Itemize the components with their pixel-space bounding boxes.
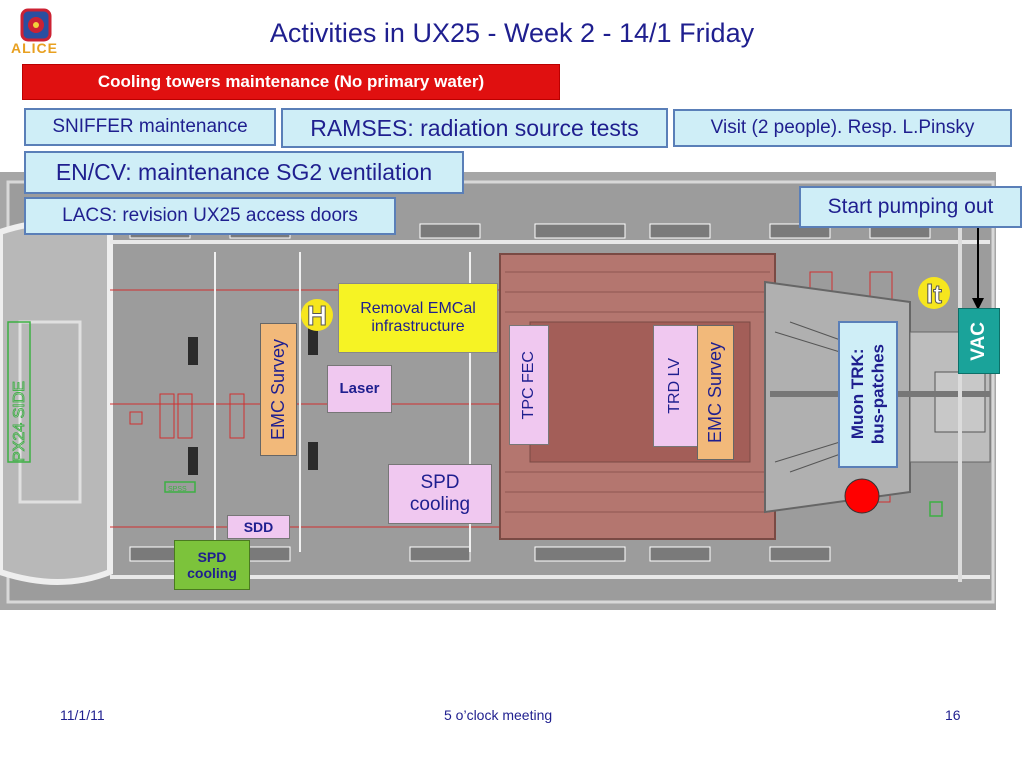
tpc-fec-label: TPC FEC bbox=[509, 325, 549, 445]
arrow-icon bbox=[972, 228, 984, 310]
trd-lv-label: TRD LV bbox=[653, 325, 698, 447]
lacs-label: LACS: revision UX25 access doors bbox=[24, 197, 396, 235]
ramses-label: RAMSES: radiation source tests bbox=[281, 108, 668, 148]
removal-emcal-label: Removal EMCal infrastructure bbox=[338, 283, 498, 353]
lt-marker-icon: lt bbox=[918, 277, 950, 310]
vac-label: VAC bbox=[958, 308, 1000, 374]
start-pumping-label: Start pumping out bbox=[799, 186, 1022, 228]
encv-label: EN/CV: maintenance SG2 ventilation bbox=[24, 151, 464, 194]
emc-survey-left-label: EMC Survey bbox=[260, 323, 297, 456]
spd-cooling-pink-label: SPD cooling bbox=[388, 464, 492, 524]
slide-title: Activities in UX25 - Week 2 - 14/1 Frida… bbox=[269, 18, 755, 48]
sdd-label: SDD bbox=[227, 515, 290, 539]
emc-survey-right-text: EMC Survey bbox=[705, 341, 726, 444]
muon-trk-label: Muon TRK: bus-patches bbox=[838, 321, 898, 468]
small-sign: SPSS bbox=[168, 486, 187, 493]
muon-trk-line2: bus-patches bbox=[868, 344, 887, 445]
h-marker-icon: H bbox=[301, 299, 333, 332]
cooling-towers-label: Cooling towers maintenance (No primary w… bbox=[22, 64, 560, 100]
visit-label: Visit (2 people). Resp. L.Pinsky bbox=[673, 109, 1012, 147]
sniffer-label: SNIFFER maintenance bbox=[24, 108, 276, 146]
h-marker-text: H bbox=[307, 300, 327, 331]
laser-label: Laser bbox=[327, 365, 392, 413]
trd-lv-text: TRD LV bbox=[666, 358, 684, 414]
alice-logo-icon bbox=[20, 8, 52, 42]
emc-survey-right-label: EMC Survey bbox=[697, 325, 734, 460]
shaft-label: PX24 SIDE bbox=[11, 381, 28, 462]
footer-page-number: 16 bbox=[945, 707, 961, 723]
vac-text: VAC bbox=[968, 321, 990, 361]
footer-meeting: 5 o’clock meeting bbox=[444, 707, 553, 723]
tpc-fec-text: TPC FEC bbox=[519, 350, 537, 420]
footer-date: 11/1/11 bbox=[60, 707, 105, 723]
logo-text: ALICE bbox=[11, 40, 58, 56]
spd-cooling-green-label: SPD cooling bbox=[174, 540, 250, 590]
red-dot-icon bbox=[844, 478, 880, 514]
lt-marker-text: lt bbox=[926, 279, 942, 309]
muon-trk-line1: Muon TRK: bbox=[847, 349, 867, 440]
emc-survey-left-text: EMC Survey bbox=[268, 338, 289, 441]
